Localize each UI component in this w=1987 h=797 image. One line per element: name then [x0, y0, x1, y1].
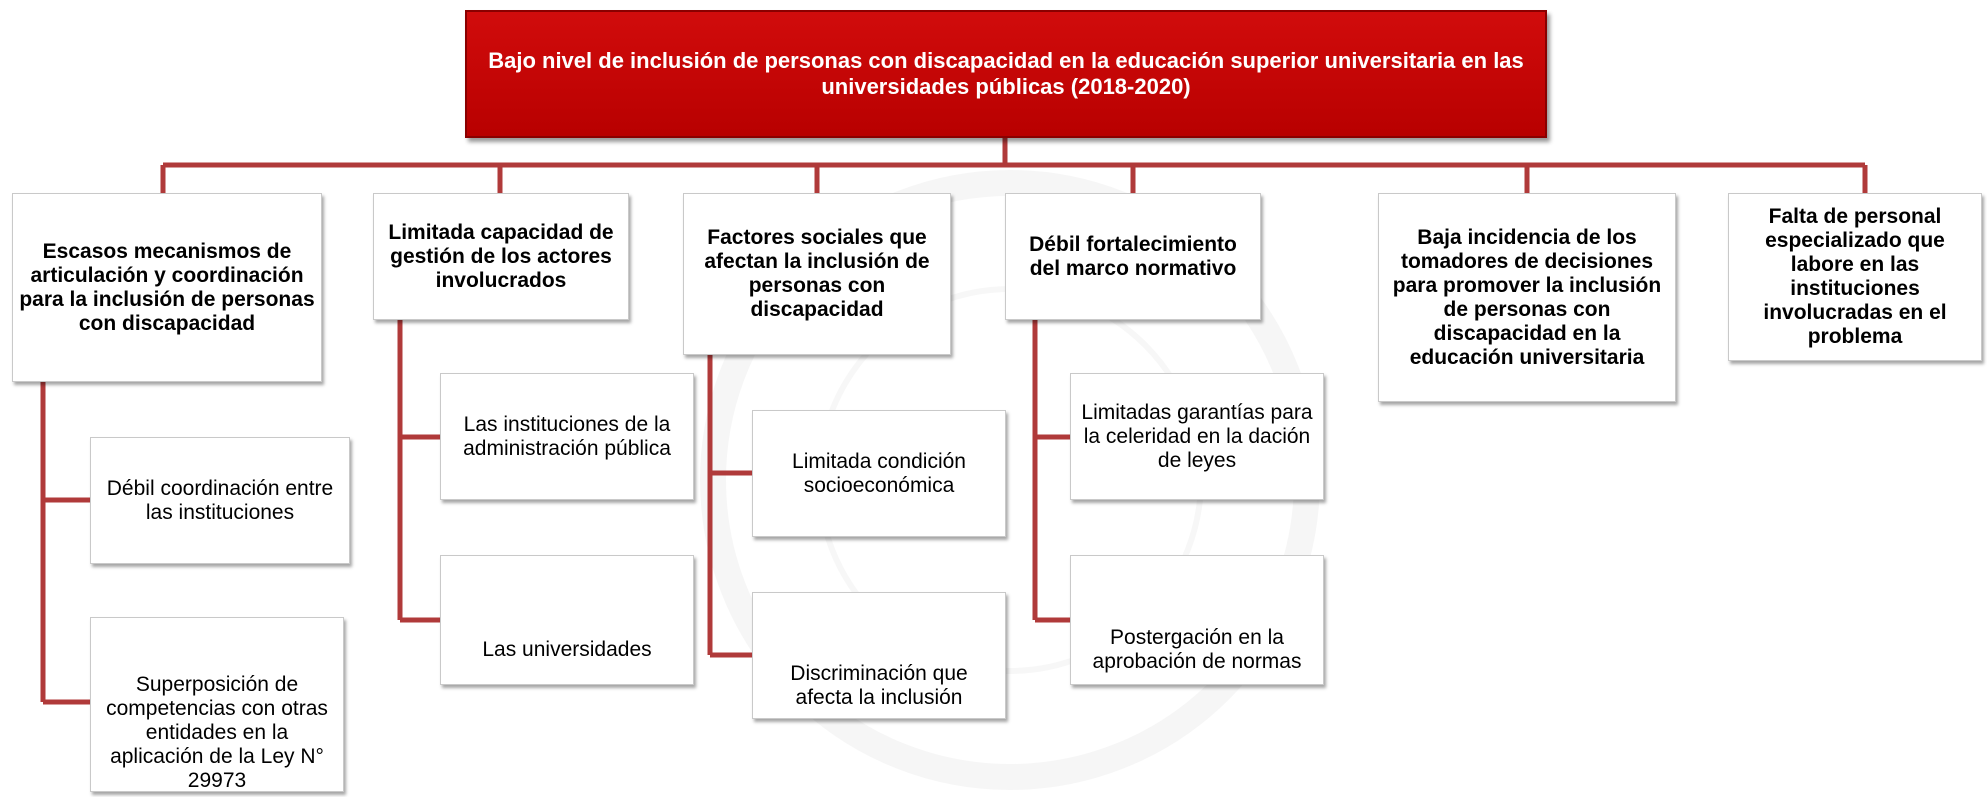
subcause-label: Débil coordinación entre las institucion…	[106, 476, 334, 524]
subcause-label: Las instituciones de la administración p…	[463, 412, 671, 460]
cause-label: Débil fortalecimiento del marco normativ…	[1029, 232, 1237, 280]
cause-label: Escasos mecanismos de articulación y coo…	[19, 239, 315, 335]
subcause-box: Las instituciones de la administración p…	[440, 373, 694, 500]
subcause-box: Discriminación que afecta la inclusión	[752, 592, 1006, 719]
subcause-box: Limitada condición socioeconómica	[752, 410, 1006, 537]
subcause-label: Limitada condición socioeconómica	[792, 449, 966, 497]
cause-box-social-factors: Factores sociales que afectan la inclusi…	[683, 193, 951, 355]
cause-box-coordination: Escasos mecanismos de articulación y coo…	[12, 193, 322, 382]
cause-label: Limitada capacidad de gestión de los act…	[388, 220, 614, 292]
cause-label: Factores sociales que afectan la inclusi…	[704, 226, 930, 321]
subcause-label: Limitadas garantías para la celeridad en…	[1081, 400, 1313, 472]
subcause-label: Discriminación que afecta la inclusión	[790, 661, 968, 709]
cause-label: Falta de personal especializado que labo…	[1763, 205, 1947, 348]
cause-box-decision-makers: Baja incidencia de los tomadores de deci…	[1378, 193, 1676, 402]
cause-box-management: Limitada capacidad de gestión de los act…	[373, 193, 629, 320]
subcause-label: Superposición de competencias con otras …	[106, 672, 328, 792]
cause-box-staff: Falta de personal especializado que labo…	[1728, 193, 1982, 361]
subcause-box: Superposición de competencias con otras …	[90, 617, 344, 792]
subcause-label: Postergación en la aprobación de normas	[1092, 626, 1302, 673]
subcause-box: Postergación en la aprobación de normas	[1070, 555, 1324, 685]
root-problem-box: Bajo nivel de inclusión de personas con …	[465, 10, 1547, 138]
cause-label: Baja incidencia de los tomadores de deci…	[1392, 225, 1662, 369]
root-problem-text: Bajo nivel de inclusión de personas con …	[488, 48, 1524, 99]
subcause-box: Débil coordinación entre las institucion…	[90, 437, 350, 564]
subcause-box: Limitadas garantías para la celeridad en…	[1070, 373, 1324, 500]
subcause-label: Las universidades	[482, 638, 652, 661]
cause-box-regulatory: Débil fortalecimiento del marco normativ…	[1005, 193, 1261, 320]
subcause-box: Las universidades	[440, 555, 694, 685]
